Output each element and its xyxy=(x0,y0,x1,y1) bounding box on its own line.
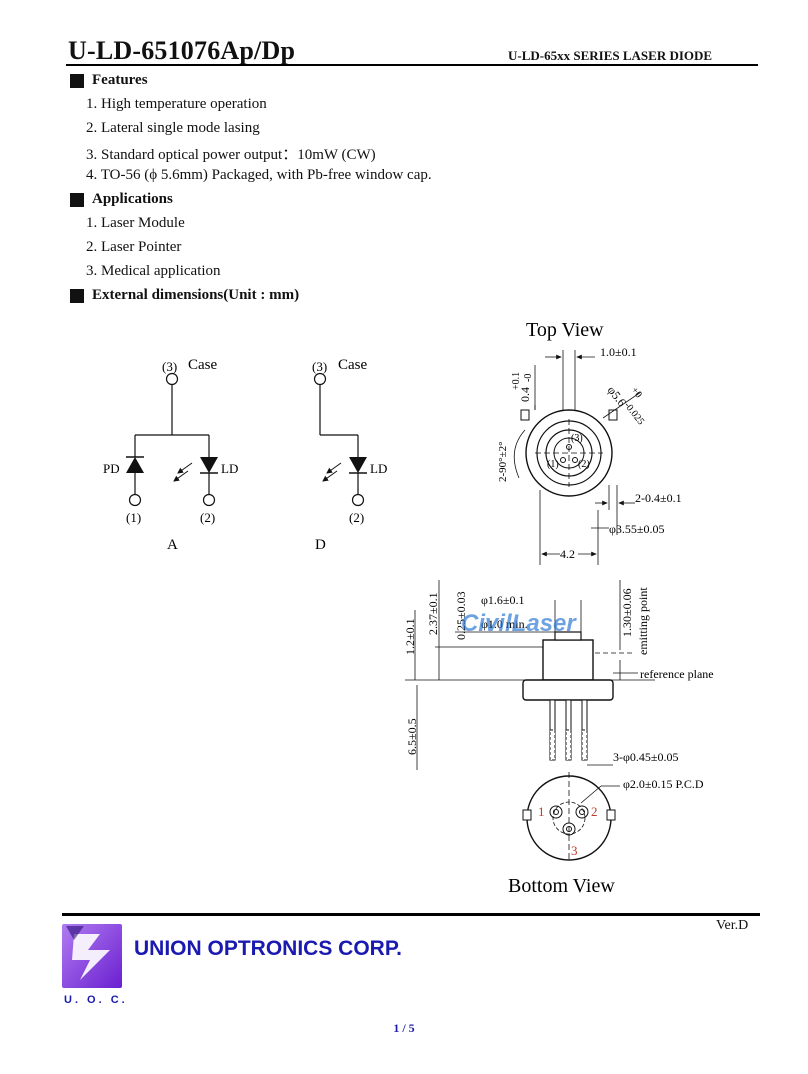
pin-circuit-diagrams: (3) Case PD LD (1) (2) A (3) Case xyxy=(103,357,387,553)
emitting-point-label: emitting point xyxy=(636,587,650,655)
window xyxy=(554,631,582,641)
top-view: Top View (3) (1) (2) 1.0±0.1 0.4 +0.1 -0… xyxy=(497,319,682,565)
top-view-title: Top View xyxy=(526,319,604,341)
square-bullet-icon xyxy=(70,192,84,207)
ld-label: LD xyxy=(370,461,387,476)
applications-heading: Applications xyxy=(70,191,173,208)
uoc-logo xyxy=(62,924,122,988)
dim-355: φ3.55±0.05 xyxy=(609,522,665,536)
features-heading-label: Features xyxy=(92,72,148,88)
features-heading: Features xyxy=(70,72,148,89)
footer-rule xyxy=(62,913,760,916)
dim-12: 1.2±0.1 xyxy=(403,618,417,655)
dim-pins: 3-φ0.45±0.05 xyxy=(613,750,679,764)
pin3-label: (3) xyxy=(162,359,177,374)
application-item: 2. Laser Pointer xyxy=(86,239,182,255)
cap-body xyxy=(542,639,594,681)
bottom-pin3-label: 3 xyxy=(571,843,578,858)
series-name: U-LD-65xx SERIES LASER DIODE xyxy=(508,48,713,63)
dim-04-tol-plus: +0.1 xyxy=(511,372,522,390)
case-label: Case xyxy=(338,357,368,373)
dim-notch: 2-0.4±0.1 xyxy=(635,491,682,505)
dim-cap-width: 1.0±0.1 xyxy=(600,345,637,359)
dim-025: 0.25±0.03 xyxy=(454,591,468,640)
feature-item: 4. TO-56 (ϕ 5.6mm) Packaged, with Pb-fre… xyxy=(86,167,432,183)
circuit-a: (3) Case PD LD (1) (2) A xyxy=(103,357,238,553)
circuit-a-label: A xyxy=(167,537,178,553)
watermark: CivilLaser xyxy=(461,610,577,637)
dim-10: φ1.0 min. xyxy=(481,617,528,631)
pin3-terminal xyxy=(165,372,179,386)
dim-65: 6.5±0.5 xyxy=(405,718,419,755)
reference-plane-label: reference plane xyxy=(640,667,714,681)
dimensions-heading-label: External dimensions(Unit : mm) xyxy=(92,287,300,303)
top-pin2-label: (2) xyxy=(578,459,590,470)
bottom-view: φ2.0±0.15 P.C.D 1 2 3 Bottom View xyxy=(508,772,704,897)
pin2-terminal xyxy=(202,493,216,507)
page-number: 1 / 5 xyxy=(393,1021,415,1035)
dim-04: 0.4 xyxy=(518,387,532,402)
dim-237: 2.37±0.1 xyxy=(426,592,440,635)
photodiode-symbol xyxy=(126,457,144,473)
document-title: U-LD-651076Ap/Dp xyxy=(68,36,296,65)
version-label: Ver.D xyxy=(716,918,749,933)
pd-label: PD xyxy=(103,461,120,476)
laser-diode-symbol xyxy=(200,457,218,473)
application-item: 1. Laser Module xyxy=(86,215,185,231)
company-abbr: U. O. C. xyxy=(64,994,128,1006)
dimensions-heading: External dimensions(Unit : mm) xyxy=(70,287,299,304)
header-rule xyxy=(66,64,758,66)
feature-item: 2. Lateral single mode lasing xyxy=(86,120,260,136)
pin2-label: (2) xyxy=(349,510,364,525)
circuit-d: (3) Case LD (2) D xyxy=(312,357,387,553)
dim-angle: 2-90°±2° xyxy=(497,442,509,483)
side-view: 1.2±0.1 2.37±0.1 0.25±0.03 φ1.6±0.1 φ1.0… xyxy=(403,580,714,770)
square-bullet-icon xyxy=(70,73,84,88)
feature-item: 1. High temperature operation xyxy=(86,96,267,112)
pin2-terminal xyxy=(351,493,365,507)
pin3-label: (3) xyxy=(312,359,327,374)
company-name: UNION OPTRONICS CORP. xyxy=(134,937,402,960)
flange xyxy=(522,679,614,701)
pin1-label: (1) xyxy=(126,510,141,525)
bottom-pin1-label: 1 xyxy=(538,804,545,819)
mechanical-drawing: Top View (3) (1) (2) 1.0±0.1 0.4 +0.1 -0… xyxy=(403,319,714,897)
pin2-label: (2) xyxy=(200,510,215,525)
pin1-terminal xyxy=(128,493,142,507)
application-item: 3. Medical application xyxy=(86,263,221,279)
circuit-d-label: D xyxy=(315,537,326,553)
flange-outline xyxy=(525,409,613,497)
dim-diameter-tol-plus: +0 xyxy=(629,385,644,400)
ld-label: LD xyxy=(221,461,238,476)
top-pin3-label: (3) xyxy=(571,433,583,444)
dim-16: φ1.6±0.1 xyxy=(481,593,525,607)
square-bullet-icon xyxy=(70,288,84,303)
top-pin1-label: (1) xyxy=(547,459,559,470)
dim-42: 4.2 xyxy=(560,547,575,561)
dim-diameter-tol-minus: -0.025 xyxy=(622,400,647,427)
bottom-view-title: Bottom View xyxy=(508,875,615,897)
dim-04-tol-minus: -0 xyxy=(523,374,534,382)
case-label: Case xyxy=(188,357,218,373)
pin3-terminal xyxy=(313,372,327,386)
feature-item: 3. Standard optical power output：10mW (C… xyxy=(86,147,376,163)
applications-heading-label: Applications xyxy=(92,191,173,207)
laser-diode-symbol xyxy=(349,457,367,473)
bottom-pin2-label: 2 xyxy=(591,804,598,819)
dim-pcd: φ2.0±0.15 P.C.D xyxy=(623,777,704,791)
dim-130: 1.30±0.06 xyxy=(620,588,634,637)
